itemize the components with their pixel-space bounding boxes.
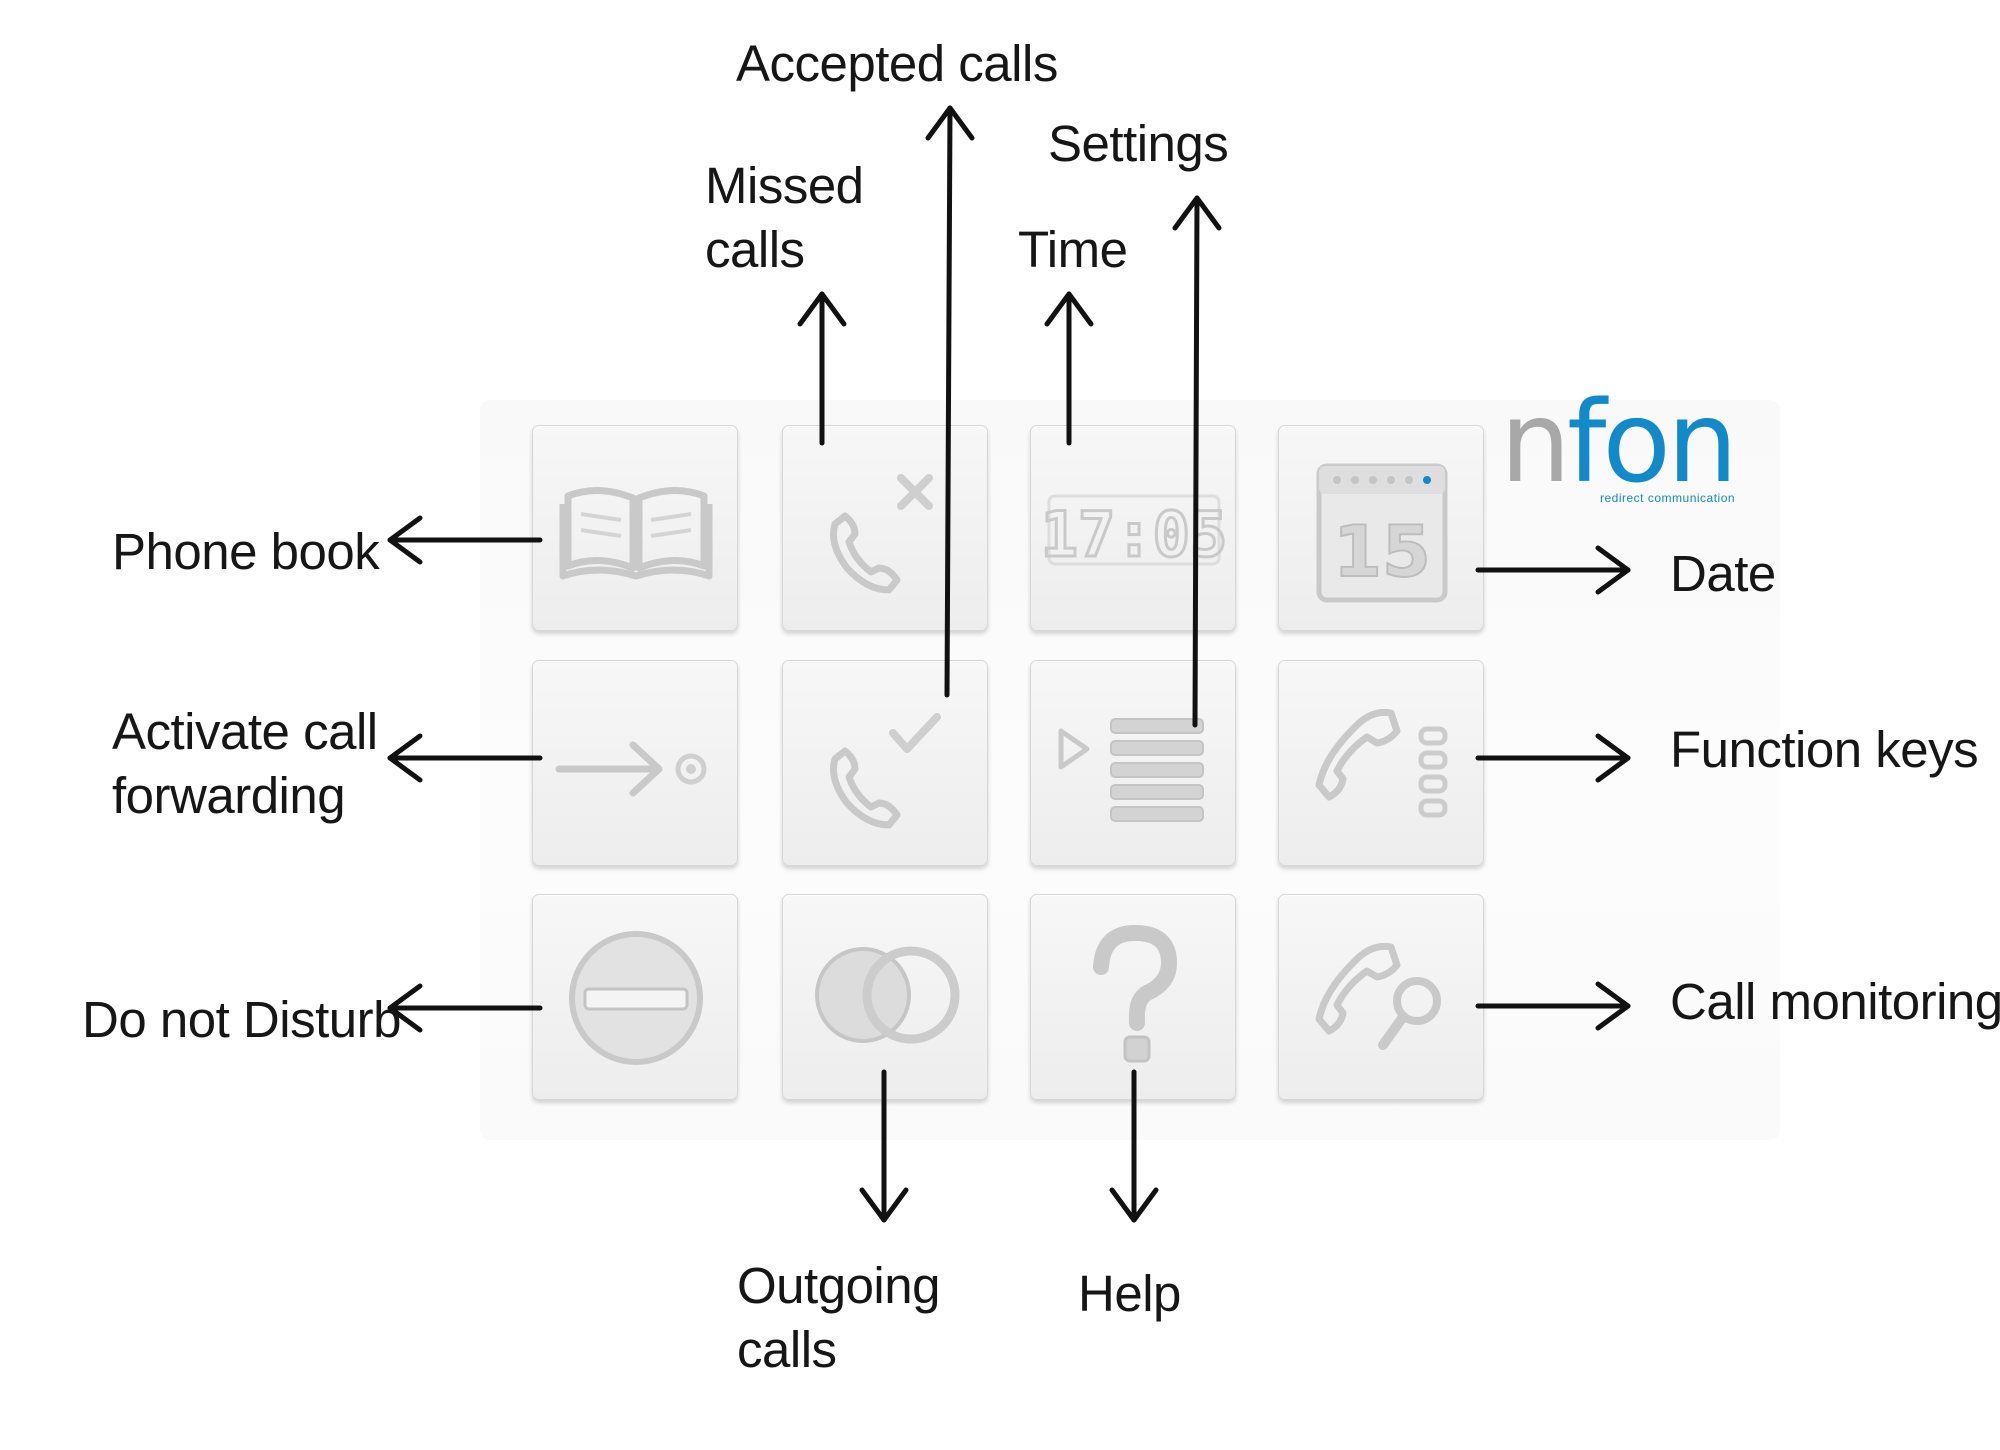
label-call-monitoring: Call monitoring (1670, 973, 2000, 1030)
phone-accepted-icon (830, 713, 941, 829)
arrow-outgoing-calls (859, 1069, 909, 1223)
arrow-call-forwarding (387, 733, 543, 783)
menu-list-icon (1058, 718, 1204, 822)
do-not-disturb-tile[interactable] (532, 894, 738, 1100)
overlapping-circles-icon (815, 946, 960, 1044)
calendar-icon: 15 (1316, 463, 1448, 603)
call-forwarding-tile[interactable] (532, 660, 738, 866)
label-activate-call-forwarding: Activate call forwarding (112, 703, 378, 824)
question-mark-icon (1093, 924, 1178, 1063)
phone-missed-icon (830, 474, 933, 594)
arrow-date (1475, 545, 1631, 595)
label-outgoing-calls: Outgoing calls (737, 1257, 941, 1378)
label-function-keys: Function keys (1670, 721, 1979, 778)
nfon-tagline: redirect communication (1600, 491, 1736, 505)
forward-arrow-icon (555, 741, 707, 797)
label-missed-calls: Missed calls (705, 157, 864, 278)
date-tile[interactable]: 15 (1278, 425, 1484, 631)
help-tile[interactable] (1030, 894, 1236, 1100)
call-monitoring-tile[interactable] (1278, 894, 1484, 1100)
open-book-icon (559, 486, 713, 580)
missed-calls-tile[interactable] (782, 425, 988, 631)
date-number: 15 (1333, 511, 1430, 593)
label-phone-book: Phone book (112, 523, 380, 580)
label-help: Help (1078, 1265, 1181, 1322)
label-time: Time (1018, 221, 1128, 278)
phone-book-tile[interactable] (532, 425, 738, 631)
arrow-do-not-disturb (387, 983, 543, 1033)
no-entry-icon (569, 931, 703, 1065)
arrow-time (1044, 291, 1094, 446)
label-do-not-disturb: Do not Disturb (82, 991, 401, 1048)
nfon-wordmark: nfon (1500, 378, 1738, 508)
arrow-call-monitoring (1475, 981, 1631, 1031)
accepted-calls-tile[interactable] (782, 660, 988, 866)
function-keys-tile[interactable] (1278, 660, 1484, 866)
arrow-accepted-calls (925, 105, 975, 698)
phone-search-icon (1315, 942, 1441, 1050)
label-accepted-calls: Accepted calls (736, 35, 1058, 92)
label-date: Date (1670, 545, 1776, 602)
arrow-phone-book (387, 515, 543, 565)
label-settings: Settings (1048, 115, 1229, 172)
arrow-settings (1172, 195, 1222, 728)
settings-tile[interactable] (1030, 660, 1236, 866)
arrow-missed-calls (797, 291, 847, 446)
outgoing-calls-tile[interactable] (782, 894, 988, 1100)
arrow-help (1109, 1069, 1159, 1223)
arrow-function-keys (1475, 733, 1631, 783)
nfon-logo: nfon redirect communication (1500, 387, 1790, 515)
phone-keys-icon (1315, 708, 1448, 818)
